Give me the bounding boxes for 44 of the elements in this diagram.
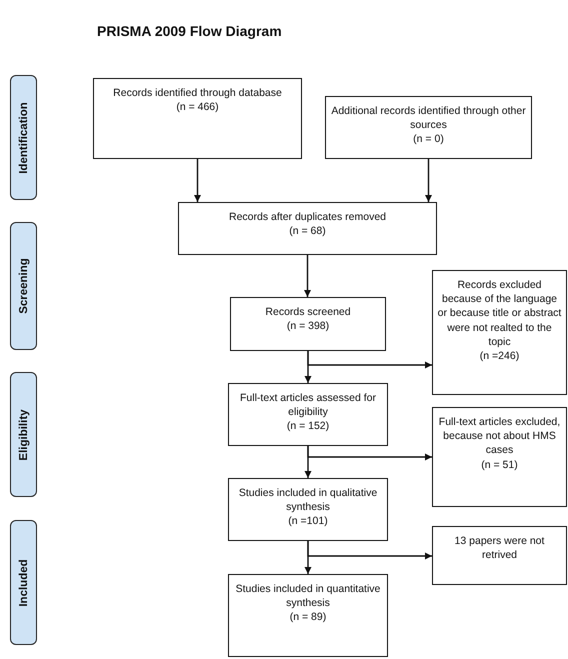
arrow (425, 159, 432, 202)
phase-label: Identification (18, 102, 30, 174)
process-box (432, 526, 567, 585)
count-text: (n = 0) (412, 132, 445, 147)
box-text: Full-text articles excluded, because not about HMS cases (438, 415, 562, 458)
box-text: Records after duplicates removed (228, 210, 387, 224)
diagram-title: PRISMA 2009 Flow Diagram (97, 23, 282, 39)
process-box (432, 270, 567, 395)
count-text: (n = 152) (286, 419, 330, 434)
process-box (432, 407, 567, 507)
count-text: (n = 89) (288, 610, 328, 625)
arrow (304, 255, 311, 297)
count-text: (n =101) (287, 514, 329, 529)
box-text: Records identified through database (112, 86, 283, 100)
phase-label: Screening (18, 258, 30, 314)
arrow (194, 159, 201, 202)
process-box (228, 574, 388, 657)
arrow (307, 351, 432, 368)
phase-label-box (10, 520, 37, 645)
phase-label: Included (18, 558, 30, 606)
count-text: (n =246) (478, 348, 520, 364)
phase-label-box (10, 75, 37, 200)
count-text: (n = 68) (288, 224, 327, 238)
process-box (325, 96, 532, 159)
process-box (178, 202, 437, 255)
process-box (228, 383, 388, 446)
count-text: (n = 51) (480, 458, 519, 472)
phase-label-box (10, 372, 37, 497)
arrow (307, 541, 432, 560)
process-box (228, 478, 388, 541)
box-text: Studies included in qualitative synthesis (238, 486, 378, 514)
phase-label-box (10, 222, 37, 350)
arrow (307, 446, 432, 460)
box-text: Records excluded because of the language or because title or abstract were not realted to the topic (437, 278, 562, 349)
box-text: Records screened (264, 305, 352, 320)
count-text: (n = 398) (286, 319, 330, 334)
box-text: Studies included in quantitative synthesis (234, 582, 382, 610)
box-text: Full-text articles assessed for eligibility (239, 391, 377, 420)
phase-label: Eligibility (18, 408, 30, 460)
box-text: 13 papers were not retrived (454, 534, 546, 562)
process-box (93, 78, 302, 159)
count-text: (n = 466) (175, 100, 220, 114)
box-text: Additional records identified through other sources (330, 104, 527, 132)
process-box (230, 297, 386, 351)
